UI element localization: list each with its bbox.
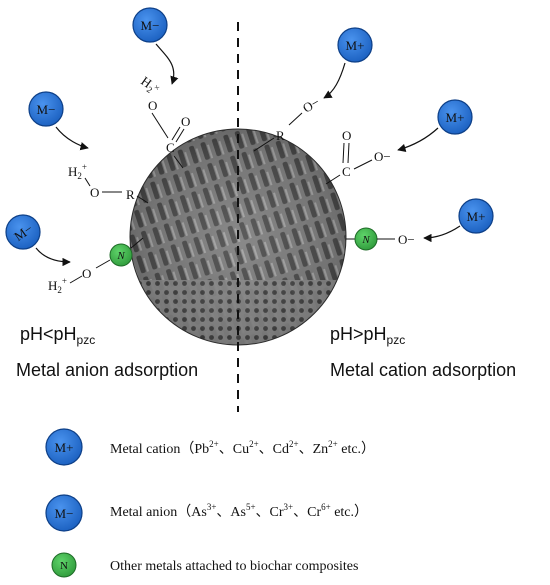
biochar-particle [129,128,347,346]
svg-text:C: C [166,140,175,155]
svg-text:M+: M+ [346,38,365,53]
legend-cation-badge: M+ [45,428,83,466]
metal-cation-carboxyl: M+ [437,99,473,135]
ph-condition-left: pH<pHpzc [20,324,95,347]
legend-anion-text: Metal anion（As3+、As5+、Cr3+、Cr6+ etc.） [110,502,368,520]
hydroxyl-group-lower: O H2+ [48,259,111,295]
svg-text:M+: M+ [446,110,465,125]
hydroxyl-group-middle: H2+ O R [68,162,149,204]
arrow-cation-top [323,62,346,99]
legend-cation-text: Metal cation（Pb2+、Cu2+、Cd2+、Zn2+ etc.） [110,439,375,457]
metal-cation-top: M+ [337,27,373,63]
metal-anion-lower: M− [5,214,41,250]
svg-text:O−: O− [374,149,391,164]
svg-text:O−: O− [300,94,322,115]
arrow-anion-lower [35,247,71,267]
caption-cation-adsorption: Metal cation adsorption [330,360,516,380]
svg-text:N: N [116,250,125,262]
metal-anion-middle: M− [28,91,64,127]
svg-text:H2+: H2+ [68,162,87,181]
carboxylate-group: O C O− [325,128,391,185]
legend-anion-badge: M− [45,494,83,532]
svg-text:M+: M+ [467,209,486,224]
ph-condition-right: pH>pHpzc [330,324,405,347]
arrow-cation-carboxyl [397,127,439,152]
legend-other-text: Other metals attached to biochar composi… [110,559,358,574]
metal-anion-top: M− [132,7,168,43]
legend: M+ Metal cation（Pb2+、Cu2+、Cd2+、Zn2+ etc.… [45,428,375,578]
n-site-right: N O− [346,227,415,251]
svg-text:O: O [181,114,190,129]
svg-text:O: O [90,185,99,200]
alkoxide-group: O− R [253,94,322,152]
arrow-cation-nsite [423,225,461,243]
svg-text:O: O [148,98,157,113]
svg-text:R: R [126,187,135,202]
caption-anion-adsorption: Metal anion adsorption [16,360,198,380]
svg-text:M+: M+ [55,440,74,455]
svg-text:O: O [82,266,91,281]
metal-cation-nsite: M+ [458,198,494,234]
n-site-left: N [109,237,144,267]
svg-text:O: O [342,128,351,143]
svg-text:N: N [361,234,370,246]
svg-text:M−: M− [141,18,160,33]
svg-text:M−: M− [37,102,56,117]
svg-text:R: R [276,128,285,143]
svg-text:H2+: H2+ [48,276,67,295]
arrow-anion-top [155,43,179,85]
svg-text:M−: M− [55,506,74,521]
svg-text:N: N [60,560,68,572]
svg-text:H2×: H2× [137,73,162,98]
arrow-anion-middle [55,126,89,151]
svg-text:O−: O− [398,232,415,247]
svg-text:C: C [342,164,351,179]
legend-other-badge: N [51,552,77,578]
